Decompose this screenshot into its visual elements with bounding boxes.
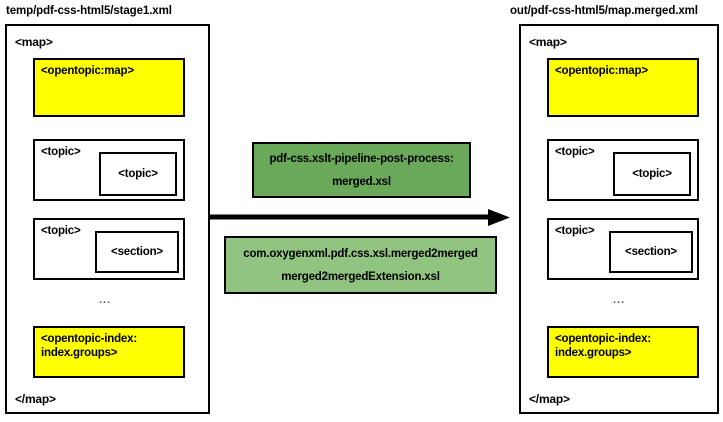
output-node-topic-1-label: <topic> [555,146,595,158]
input-node-topic-2-child-label: <section> [111,246,163,258]
processor-post-process-line-1: pdf-css.xslt-pipeline-post-process: [269,152,454,165]
output-map-open-tag: <map> [529,35,567,49]
processor-extension-line-2: merged2mergedExtension.xsl [281,270,440,283]
output-node-opentopic-index-label: <opentopic-index: index.groups> [555,333,651,359]
input-document-panel: <map> <opentopic:map> <topic> <topic> <t… [5,24,210,414]
input-node-topic-1-label: <topic> [41,146,81,158]
output-document-panel: <map> <opentopic:map> <topic> <topic> <t… [519,24,719,414]
output-node-topic-2-label: <topic> [555,225,595,237]
output-node-topic-2-child: <section> [609,231,693,273]
input-node-topic-2-child: <section> [95,231,179,273]
processor-box-post-process: pdf-css.xslt-pipeline-post-process: merg… [252,142,471,198]
output-node-opentopic-index: <opentopic-index: index.groups> [547,326,699,378]
output-node-opentopic-map: <opentopic:map> [547,58,699,117]
output-node-topic-1: <topic> <topic> [547,139,699,201]
input-map-open-tag: <map> [15,35,53,49]
input-node-opentopic-index: <opentopic-index: index.groups> [33,326,185,378]
output-node-topic-1-child: <topic> [613,152,691,196]
output-node-topic-2-child-label: <section> [625,246,677,258]
output-node-topic-2: <topic> <section> [547,218,699,280]
processor-extension-line-1: com.oxygenxml.pdf.css.xsl.merged2merged [243,247,478,260]
input-node-opentopic-map: <opentopic:map> [33,58,185,117]
output-map-close-tag: </map> [529,392,570,406]
input-node-topic-1-child: <topic> [99,152,177,196]
processor-post-process-line-2: merged.xsl [332,175,391,188]
output-node-topic-1-child-label: <topic> [632,168,672,180]
input-node-topic-2: <topic> <section> [33,218,185,280]
transform-arrow-icon [210,209,510,226]
output-node-opentopic-map-label: <opentopic:map> [555,65,648,77]
input-node-topic-2-label: <topic> [41,225,81,237]
input-content-ellipsis: ... [99,294,112,306]
input-node-topic-1-child-label: <topic> [118,168,158,180]
processor-box-extension: com.oxygenxml.pdf.css.xsl.merged2merged … [224,236,497,294]
input-map-close-tag: </map> [15,392,56,406]
output-content-ellipsis: ... [613,294,626,306]
input-node-topic-1: <topic> <topic> [33,139,185,201]
output-file-path-label: out/pdf-css-html5/map.merged.xml [510,5,698,17]
input-node-opentopic-index-label: <opentopic-index: index.groups> [41,333,137,359]
input-node-opentopic-map-label: <opentopic:map> [41,65,134,77]
input-file-path-label: temp/pdf-css-html5/stage1.xml [6,5,172,17]
